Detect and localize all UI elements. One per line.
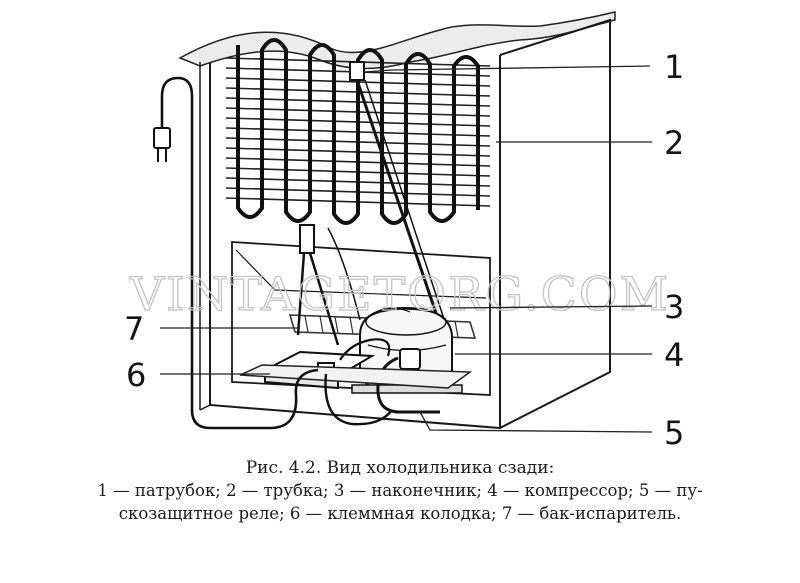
compartment-base-plate (239, 364, 473, 389)
callout-7: 7 (124, 310, 144, 348)
callout-1: 1 (664, 48, 684, 86)
power-cord (160, 76, 393, 430)
callout-2: 2 (664, 124, 684, 162)
cabinet-back-panel (209, 55, 501, 430)
figure-caption-line-2: скозащитное реле; 6 — клеммная колодка; … (118, 504, 682, 523)
callout-6: 6 (126, 356, 146, 394)
compressor-compartment (231, 241, 491, 396)
plug-icon (153, 127, 171, 162)
callout-3: 3 (664, 288, 684, 326)
outlet-pipe-stub (349, 61, 447, 326)
cabinet-side-panel (499, 18, 611, 429)
torn-paper-edge (178, 11, 616, 70)
condenser-serpentine-tube (236, 38, 480, 225)
figure-caption-line-1: 1 — патрубок; 2 — трубка; 3 — наконечник… (97, 481, 703, 500)
callout-4: 4 (664, 336, 684, 374)
refrigerator-cabinet (199, 18, 611, 430)
figure-caption-title: Рис. 4.2. Вид холодильника сзади: (245, 458, 555, 478)
leader-lines (160, 65, 653, 433)
suction-tubes (296, 224, 361, 346)
callout-5: 5 (664, 414, 684, 452)
watermark: VINTAGETORG.COM (129, 267, 670, 321)
